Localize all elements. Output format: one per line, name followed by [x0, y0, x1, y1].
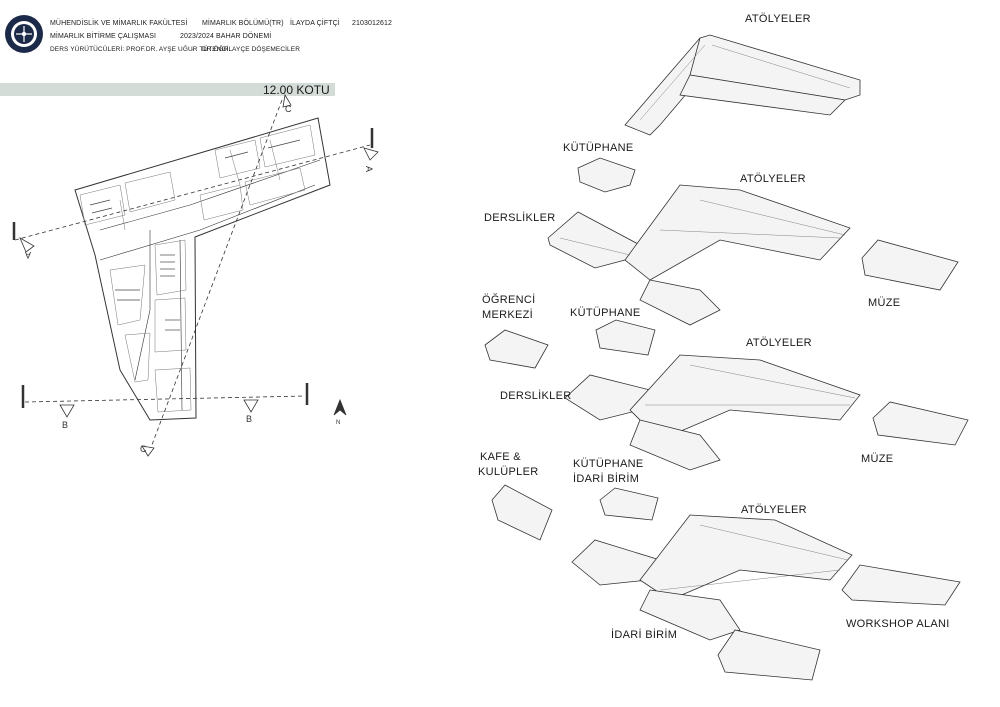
advisors-separator: , [192, 45, 194, 52]
student-number: 2103012612 [352, 20, 392, 27]
label-workshop: WORKSHOP ALANI [846, 618, 950, 630]
label-classrooms-level2: DERSLİKLER [500, 390, 572, 402]
student-name: İLAYDA ÇİFTÇİ [290, 20, 340, 27]
faculty-name: MÜHENDİSLİK VE MİMARLIK FAKÜLTESİ [50, 20, 188, 27]
label-classrooms-level3: DERSLİKLER [484, 212, 556, 224]
label-library-admin-line1: KÜTÜPHANE [573, 458, 644, 470]
level-band [0, 83, 335, 96]
label-museum-level2: MÜZE [861, 453, 894, 465]
course-name: MİMARLIK BİTİRME ÇALIŞMASI [50, 33, 157, 40]
label-student-center-line2: MERKEZİ [482, 309, 533, 321]
section-a-right-label: A [364, 166, 374, 172]
label-library-level4: KÜTÜPHANE [563, 142, 634, 154]
university-seal-logo [5, 15, 43, 53]
section-a-left-label: A [25, 250, 31, 260]
section-c-top-label: C [285, 104, 292, 114]
label-student-center-line1: ÖĞRENCİ [482, 294, 536, 306]
section-c-bottom-label: C [140, 444, 147, 454]
label-library-admin-line2: İDARİ BİRİM [573, 473, 640, 485]
advisors-left: DERS YÜRÜTÜCÜLERİ: PROF.DR. AYŞE UĞUR TÜ… [50, 46, 233, 53]
term: 2023/2024 BAHAR DÖNEMİ [180, 33, 272, 40]
label-ateliers-level4: ATÖLYELER [745, 13, 811, 25]
section-b-left-label: B [62, 420, 68, 430]
label-ateliers-level2: ATÖLYELER [746, 337, 812, 349]
label-ateliers-level3: ATÖLYELER [740, 173, 806, 185]
label-library-level3: KÜTÜPHANE [570, 307, 641, 319]
department-name: MİMARLIK BÖLÜMÜ(TR) [202, 20, 284, 27]
label-museum-level3: MÜZE [868, 297, 901, 309]
label-cafe-line1: KAFE & [480, 451, 521, 463]
section-b-right-label: B [246, 414, 252, 424]
label-admin-level1: İDARİ BİRİM [611, 629, 678, 641]
level-title: 12.00 KOTU [263, 83, 330, 97]
label-cafe-line2: KULÜPLER [478, 466, 539, 478]
label-ateliers-level1: ATÖLYELER [741, 504, 807, 516]
floor-plan: A A B B C C N [12, 93, 379, 457]
advisors-right: DR.ÖĞR. AYÇE DÖŞEMECİLER [202, 46, 300, 53]
north-label: N [336, 420, 340, 426]
